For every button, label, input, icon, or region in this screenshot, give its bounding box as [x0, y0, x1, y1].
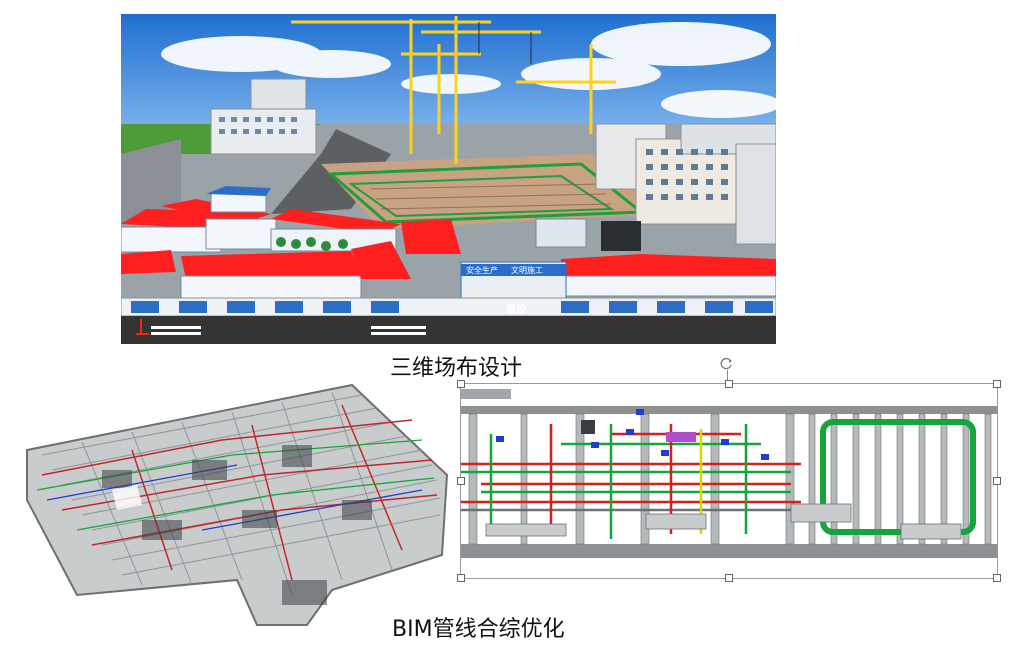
rotate-connector [727, 370, 728, 383]
gate-sign-right: 文明施工 [511, 266, 543, 275]
bim-isometric-drawing [26, 383, 449, 626]
gate-sign-left: 安全生产 [466, 266, 498, 275]
bim-section-view[interactable] [457, 380, 1001, 582]
site-3d-illustration [121, 14, 776, 344]
resize-handle-tc[interactable] [725, 380, 733, 388]
resize-handle-tr[interactable] [993, 380, 1001, 388]
resize-handle-bc[interactable] [725, 574, 733, 582]
resize-handle-bl[interactable] [457, 574, 465, 582]
resize-handle-br[interactable] [993, 574, 1001, 582]
caption-bim: BIM管线合综优化 [392, 617, 565, 642]
resize-handle-mr[interactable] [993, 477, 1001, 485]
site-3d-image: 安全生产 文明施工 建设 [121, 14, 776, 344]
rotate-icon[interactable] [720, 356, 734, 370]
bim-isometric-model [22, 380, 460, 626]
caption-site-design: 三维场布设计 [390, 356, 523, 381]
bim-section-drawing [461, 384, 997, 578]
resize-handle-ml[interactable] [457, 477, 465, 485]
gate-logo-text: 建设 [506, 305, 526, 316]
resize-handle-tl[interactable] [457, 380, 465, 388]
